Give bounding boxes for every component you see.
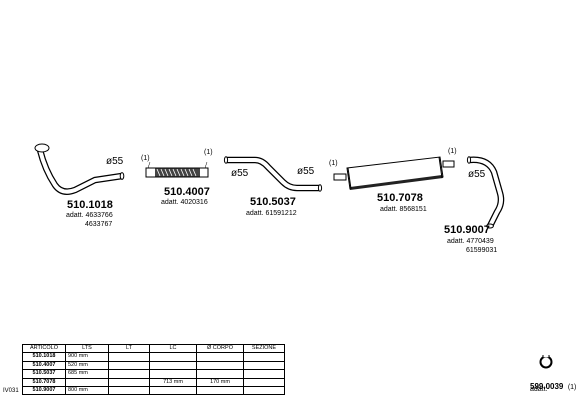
table-cell-lt: [108, 360, 150, 371]
table-cell-corpo: [196, 385, 244, 396]
table-cell-corpo: [196, 369, 244, 379]
ref-number: 4770439: [466, 238, 494, 245]
table-header-corpo: Ø CORPO: [196, 343, 244, 354]
table-row: 510.1018 900 mm: [22, 352, 285, 362]
table-cell-articolo: 510.4007: [22, 360, 66, 371]
part-510-9007-drawing: [466, 156, 505, 229]
part-510-1018-drawing: [34, 143, 125, 195]
part-510-1018-code: 510.1018: [67, 199, 113, 211]
part-510-7078-drawing: [333, 156, 455, 190]
table-header-lc: LC: [149, 343, 197, 354]
table-header-sezione: SEZIONE: [243, 343, 285, 354]
adatt-label: adatt.: [380, 206, 398, 213]
table-cell-articolo: 510.9007: [22, 385, 66, 396]
adatt-label: adatt.: [246, 210, 264, 217]
ref-number: 8568151: [399, 206, 427, 213]
table-cell-sezione: [243, 385, 285, 396]
table-cell-lc: [149, 369, 197, 379]
table-cell-sezione: [243, 360, 285, 371]
table-header-lt: LT: [108, 343, 150, 354]
part-510-5037-diameter-left: ø55: [231, 168, 249, 179]
table-cell-sezione: [243, 369, 285, 379]
table-cell-lts: 900 mm: [65, 352, 109, 362]
table-cell-articolo: 510.1018: [22, 352, 66, 362]
accessory-qty: (1): [567, 384, 577, 391]
part-510-1018-adatt: adatt. 4633766: [66, 212, 113, 219]
table-cell-lts: [65, 377, 109, 387]
table-cell-lts: 520 mm: [65, 360, 109, 371]
table-cell-articolo: 510.7078: [22, 377, 66, 387]
adatt-label: adatt.: [66, 212, 84, 219]
part-510-4007-code: 510.4007: [164, 186, 210, 198]
side-code: IV031: [3, 388, 19, 394]
part-510-4007-drawing: [145, 161, 209, 178]
part-510-5037-adatt: adatt. 61591212: [246, 210, 297, 217]
part-510-1018-ref-2: 4633767: [85, 221, 113, 228]
table-row: 510.9007 800 mm: [22, 385, 285, 396]
table-cell-lt: [108, 377, 150, 387]
accessory-code: 599.0039: [530, 382, 564, 391]
table-cell-lc: [149, 352, 197, 362]
accessory-599-0039: 599.0039 (1): [530, 377, 576, 393]
table-cell-lt: [108, 385, 150, 396]
table-cell-sezione: [243, 377, 285, 387]
part-510-5037-diameter-right: ø55: [297, 166, 315, 177]
table-cell-corpo: 170 mm: [196, 377, 244, 387]
part-510-5037-code: 510.5037: [250, 196, 296, 208]
ref-number: 4020316: [180, 199, 208, 206]
table-cell-corpo: [196, 360, 244, 371]
part-510-9007-diameter: ø55: [468, 169, 486, 180]
accessory-adatt: adatt.: [530, 386, 548, 393]
part-510-7078-paren-left: (1): [329, 160, 338, 167]
part-510-9007-code: 510.9007: [444, 224, 490, 236]
ref-number: 4633766: [85, 212, 113, 219]
part-510-7078-adatt: adatt. 8568151: [380, 206, 427, 213]
table-cell-lc: [149, 360, 197, 371]
part-510-5037-drawing: [223, 156, 323, 192]
ref-number: 61591212: [265, 210, 297, 217]
table-row: 510.7078 713 mm 170 mm: [22, 377, 285, 387]
part-510-7078-code: 510.7078: [377, 192, 423, 204]
part-510-4007-paren-left: (1): [141, 155, 150, 162]
table-cell-articolo: 510.5037: [22, 369, 66, 379]
table-cell-lt: [108, 352, 150, 362]
table-cell-lc: 713 mm: [149, 377, 197, 387]
table-cell-lc: [149, 385, 197, 396]
part-510-9007-ref-2: 61599031: [466, 247, 498, 254]
table-row: 510.5037 685 mm: [22, 369, 285, 379]
table-cell-sezione: [243, 352, 285, 362]
table-cell-lts: 685 mm: [65, 369, 109, 379]
table-cell-lt: [108, 369, 150, 379]
table-header-lts: LTS: [65, 343, 109, 354]
part-510-9007-adatt: adatt. 4770439: [447, 238, 494, 245]
part-510-4007-paren-right: (1): [204, 149, 213, 156]
part-510-4007-adatt: adatt. 4020316: [161, 199, 208, 206]
clamp-ring-icon: [539, 354, 553, 369]
adatt-label: adatt.: [161, 199, 179, 206]
adatt-label: adatt.: [447, 238, 465, 245]
table-cell-lts: 800 mm: [65, 385, 109, 396]
table-cell-corpo: [196, 352, 244, 362]
part-510-1018-diameter: ø55: [106, 156, 124, 167]
part-510-7078-paren-right: (1): [448, 148, 457, 155]
parts-specs-table: ARTICOLO LTS LT LC Ø CORPO SEZIONE 510.1…: [22, 343, 285, 396]
table-header-row: ARTICOLO LTS LT LC Ø CORPO SEZIONE: [22, 343, 285, 354]
table-row: 510.4007 520 mm: [22, 360, 285, 371]
table-header-articolo: ARTICOLO: [22, 343, 66, 354]
